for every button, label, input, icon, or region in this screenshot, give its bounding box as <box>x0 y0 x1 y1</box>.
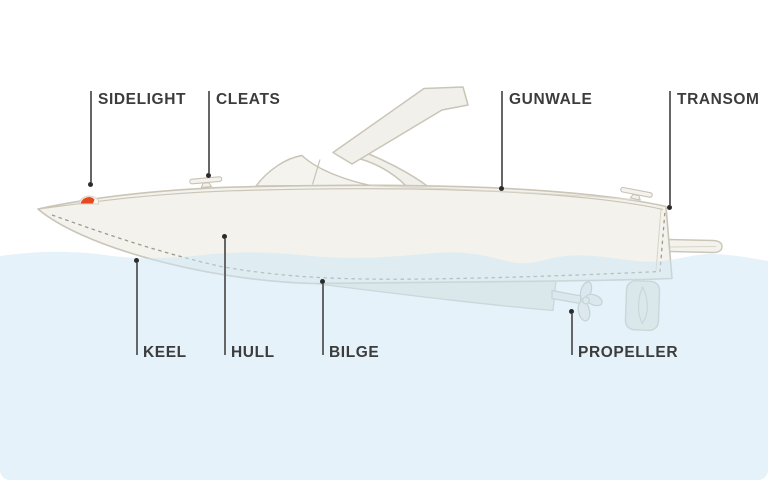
callout-line <box>322 284 324 355</box>
callout-line <box>669 91 671 205</box>
label-bilge: BILGE <box>329 344 380 361</box>
callout-dot <box>667 205 673 210</box>
deck-seam <box>371 185 641 201</box>
callout-line <box>90 91 92 182</box>
callout-dot <box>222 234 228 239</box>
rub-rail <box>37 188 664 211</box>
callout-dot <box>134 258 140 263</box>
callout-dot <box>569 309 575 314</box>
transom-inner-edge <box>655 208 662 272</box>
label-hull: HULL <box>231 344 275 361</box>
callout-dot <box>88 182 94 187</box>
label-propeller: PROPELLER <box>578 344 679 361</box>
windshield <box>255 154 372 187</box>
label-keel: KEEL <box>143 344 187 361</box>
callout-dot <box>499 186 505 191</box>
sidelight <box>78 195 99 205</box>
callout-dot <box>320 279 326 284</box>
water <box>0 251 768 480</box>
cleat-bow <box>189 176 223 189</box>
callout-line <box>224 239 226 355</box>
tower-icon <box>332 86 469 165</box>
cleat-stern <box>620 186 653 201</box>
label-sidelight: SIDELIGHT <box>98 91 187 108</box>
callout-dot <box>206 173 212 178</box>
label-cleats: CLEATS <box>216 91 281 108</box>
label-gunwale: GUNWALE <box>509 91 593 108</box>
callout-line <box>136 263 138 355</box>
callout-line <box>501 91 503 186</box>
callout-line <box>208 91 210 173</box>
swim-platform <box>667 238 723 254</box>
callout-line <box>571 314 573 355</box>
label-transom: TRANSOM <box>677 91 760 108</box>
windshield-divider <box>311 159 321 185</box>
